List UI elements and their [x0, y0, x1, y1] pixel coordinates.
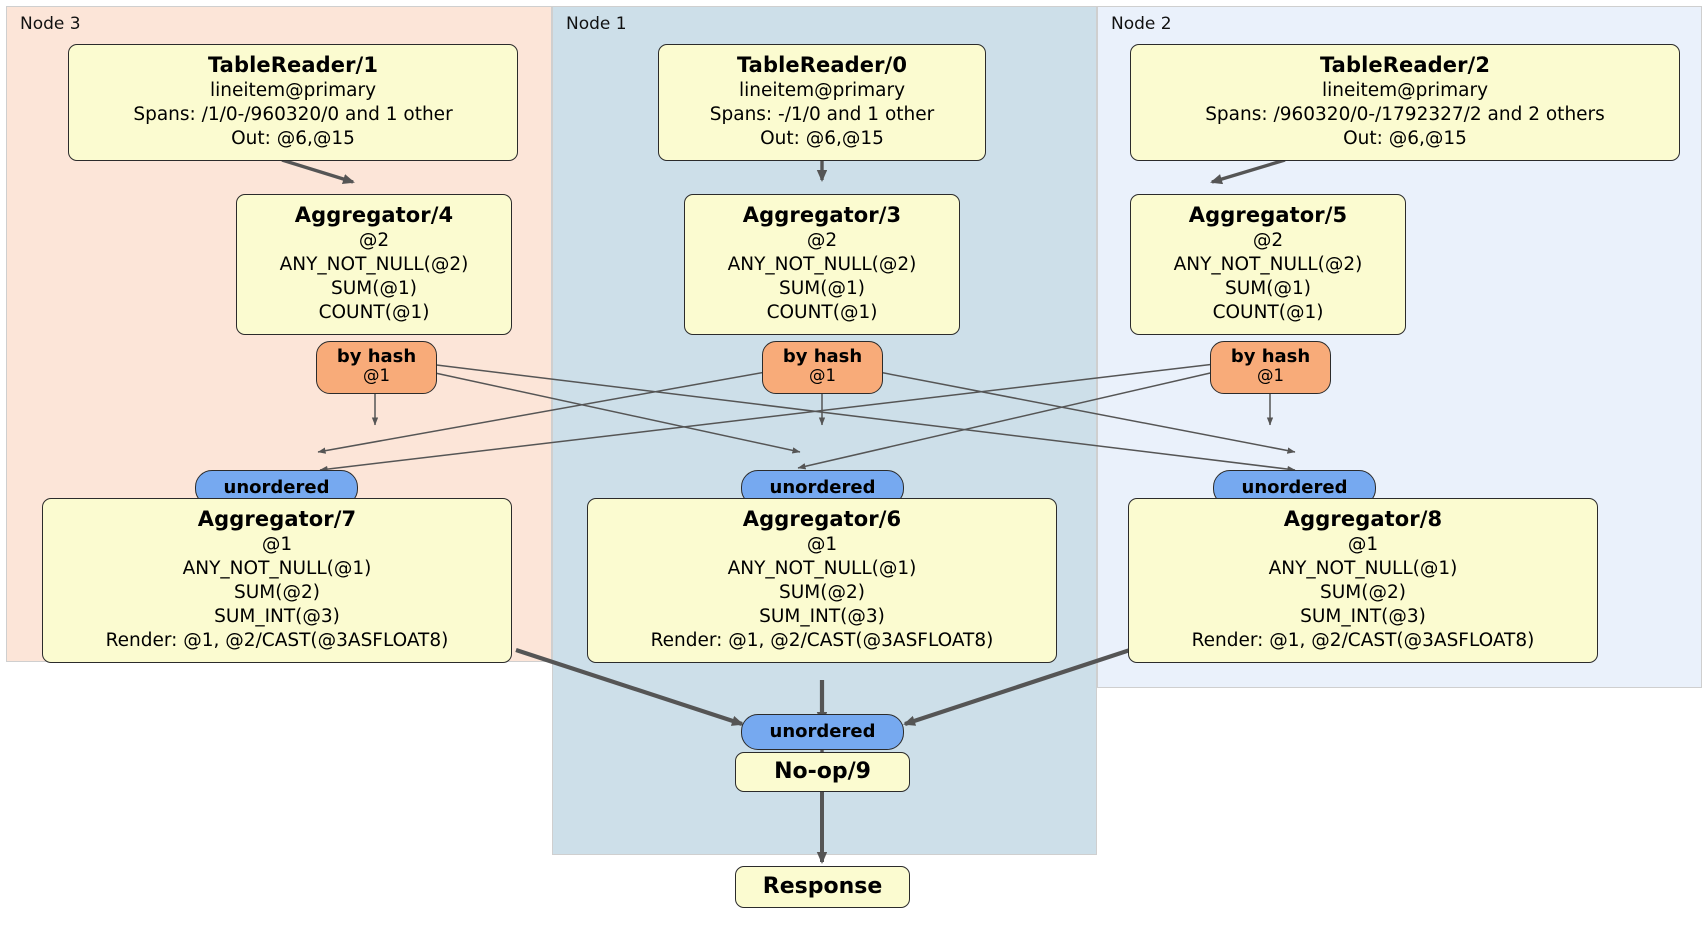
- processor-detail: Out: @6,@15: [231, 127, 355, 149]
- processor-title: Response: [762, 874, 883, 899]
- inbox-unordered-final[interactable]: unordered: [741, 714, 904, 750]
- processor-detail: ANY_NOT_NULL(@2): [279, 253, 469, 275]
- processor-detail: ANY_NOT_NULL(@2): [727, 253, 917, 275]
- processor-detail: @1: [261, 533, 293, 555]
- router-by-hash-aggregator-3[interactable]: by hash @1: [762, 341, 883, 394]
- processor-detail: ANY_NOT_NULL(@1): [182, 557, 372, 579]
- processor-title: TableReader/0: [736, 53, 908, 77]
- router-column-label: @1: [363, 366, 390, 386]
- processor-detail: SUM(@1): [1225, 277, 1311, 299]
- processor-detail: SUM(@2): [234, 581, 320, 603]
- processor-aggregator-3[interactable]: Aggregator/3 @2 ANY_NOT_NULL(@2) SUM(@1)…: [684, 194, 960, 336]
- processor-aggregator-8[interactable]: Aggregator/8 @1 ANY_NOT_NULL(@1) SUM(@2)…: [1128, 498, 1598, 664]
- processor-title: Aggregator/3: [742, 203, 902, 227]
- node-label-node-1: Node 1: [566, 14, 627, 34]
- processor-detail: SUM(@1): [779, 277, 865, 299]
- inbox-kind-label: unordered: [769, 720, 876, 742]
- processor-title: Aggregator/7: [197, 507, 357, 531]
- router-kind-label: by hash: [782, 346, 863, 367]
- inbox-kind-label: unordered: [223, 476, 330, 498]
- processor-title: No-op/9: [774, 759, 871, 784]
- node-label-node-3: Node 3: [20, 14, 81, 34]
- processor-detail: Out: @6,@15: [1343, 127, 1467, 149]
- processor-detail: SUM_INT(@3): [1300, 606, 1426, 628]
- processor-detail: lineitem@primary: [1321, 79, 1489, 101]
- processor-detail: SUM(@2): [779, 581, 865, 603]
- processor-detail: ANY_NOT_NULL(@1): [1268, 557, 1458, 579]
- processor-title: Aggregator/4: [294, 203, 454, 227]
- processor-noop-9[interactable]: No-op/9: [735, 752, 910, 792]
- processor-tablereader-1[interactable]: TableReader/1 lineitem@primary Spans: /1…: [68, 44, 518, 162]
- processor-detail: SUM_INT(@3): [759, 606, 885, 628]
- processor-aggregator-4[interactable]: Aggregator/4 @2 ANY_NOT_NULL(@2) SUM(@1)…: [236, 194, 512, 336]
- processor-detail: Spans: /1/0-/960320/0 and 1 other: [133, 103, 453, 125]
- processor-detail: SUM(@1): [331, 277, 417, 299]
- router-by-hash-aggregator-4[interactable]: by hash @1: [316, 341, 437, 394]
- processor-detail: @2: [358, 229, 390, 251]
- processor-detail: Spans: /960320/0-/1792327/2 and 2 others: [1205, 103, 1605, 125]
- processor-detail: Render: @1, @2/CAST(@3ASFLOAT8): [650, 630, 994, 652]
- processor-aggregator-5[interactable]: Aggregator/5 @2 ANY_NOT_NULL(@2) SUM(@1)…: [1130, 194, 1406, 336]
- processor-response[interactable]: Response: [735, 866, 910, 908]
- processor-title: Aggregator/6: [742, 507, 902, 531]
- processor-detail: COUNT(@1): [766, 302, 878, 324]
- router-column-label: @1: [809, 366, 836, 386]
- processor-detail: COUNT(@1): [1212, 302, 1324, 324]
- processor-detail: @1: [1347, 533, 1379, 555]
- processor-title: Aggregator/5: [1188, 203, 1348, 227]
- processor-detail: ANY_NOT_NULL(@1): [727, 557, 917, 579]
- processor-detail: @2: [806, 229, 838, 251]
- processor-detail: SUM(@2): [1320, 581, 1406, 603]
- processor-tablereader-2[interactable]: TableReader/2 lineitem@primary Spans: /9…: [1130, 44, 1680, 162]
- processor-detail: Out: @6,@15: [760, 127, 884, 149]
- router-kind-label: by hash: [336, 346, 417, 367]
- processor-detail: @2: [1252, 229, 1284, 251]
- processor-detail: Render: @1, @2/CAST(@3ASFLOAT8): [1191, 630, 1535, 652]
- inbox-kind-label: unordered: [769, 476, 876, 498]
- processor-detail: COUNT(@1): [318, 302, 430, 324]
- processor-detail: SUM_INT(@3): [214, 606, 340, 628]
- inbox-kind-label: unordered: [1241, 476, 1348, 498]
- processor-detail: lineitem@primary: [738, 79, 906, 101]
- processor-title: TableReader/2: [1319, 53, 1491, 77]
- processor-title: Aggregator/8: [1283, 507, 1443, 531]
- processor-title: TableReader/1: [207, 53, 379, 77]
- processor-detail: Render: @1, @2/CAST(@3ASFLOAT8): [105, 630, 449, 652]
- processor-aggregator-6[interactable]: Aggregator/6 @1 ANY_NOT_NULL(@1) SUM(@2)…: [587, 498, 1057, 664]
- router-column-label: @1: [1257, 366, 1284, 386]
- processor-detail: lineitem@primary: [209, 79, 377, 101]
- processor-tablereader-0[interactable]: TableReader/0 lineitem@primary Spans: -/…: [658, 44, 986, 162]
- node-label-node-2: Node 2: [1111, 14, 1172, 34]
- processor-detail: Spans: -/1/0 and 1 other: [709, 103, 935, 125]
- processor-aggregator-7[interactable]: Aggregator/7 @1 ANY_NOT_NULL(@1) SUM(@2)…: [42, 498, 512, 664]
- processor-detail: ANY_NOT_NULL(@2): [1173, 253, 1363, 275]
- router-by-hash-aggregator-5[interactable]: by hash @1: [1210, 341, 1331, 394]
- router-kind-label: by hash: [1230, 346, 1311, 367]
- processor-detail: @1: [806, 533, 838, 555]
